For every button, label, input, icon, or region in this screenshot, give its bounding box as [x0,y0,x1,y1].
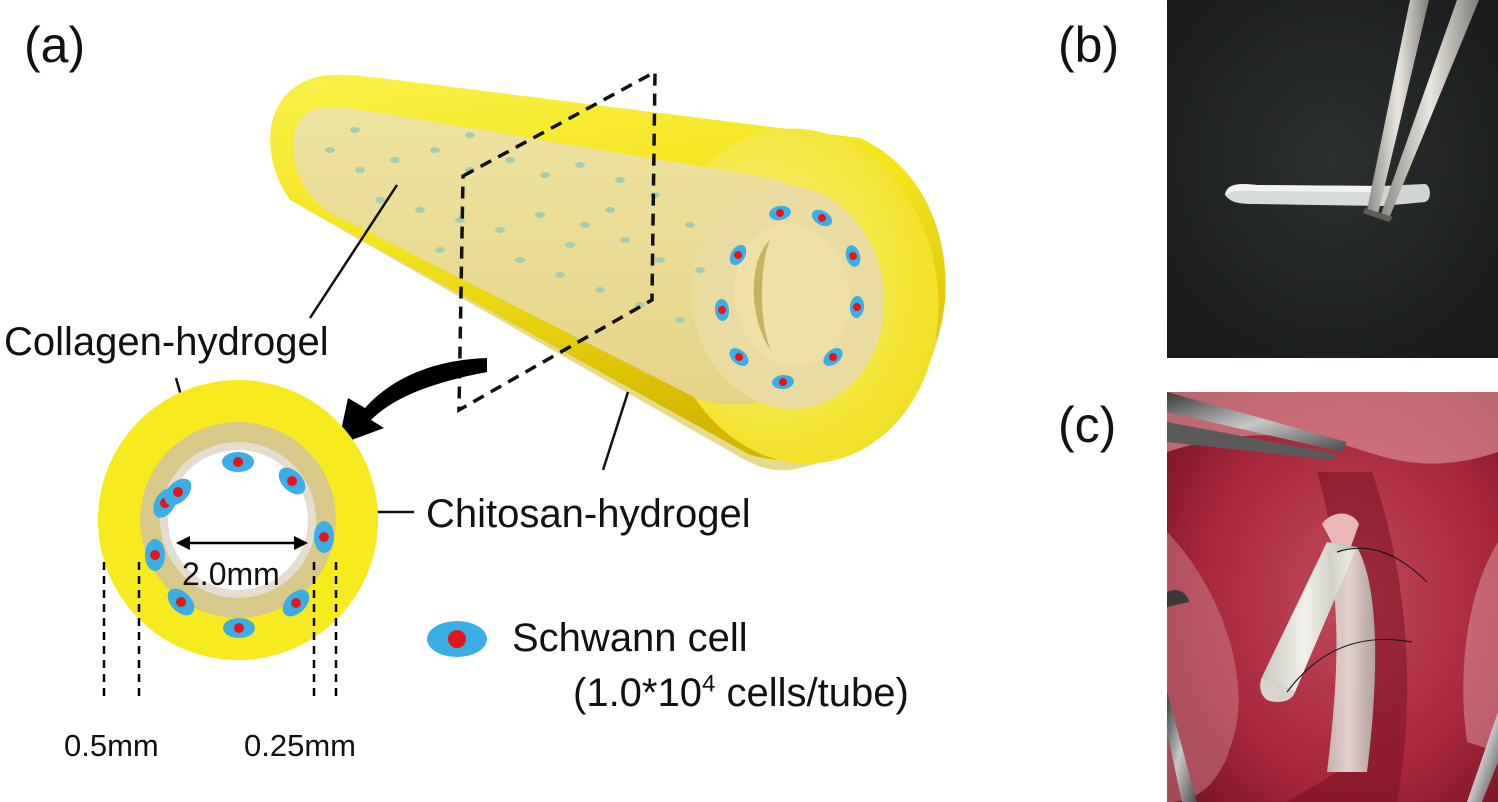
legend-amount-suffix: cells/tube) [715,671,909,715]
legend-amount-exponent: 4 [701,670,716,698]
leader-collagen-3d [308,184,399,319]
legend-cell-amount: (1.0*104 cells/tube) [573,670,909,715]
label-inner-diameter: 2.0mm [182,556,280,592]
photo-implanted-conduit [1167,392,1498,802]
cross-section-cells [145,452,334,638]
conduit-diagram [98,69,946,697]
label-inner-thickness: 0.25mm [244,728,356,763]
legend-amount-prefix: (1.0*10 [573,671,702,715]
label-collagen-hydrogel: Collagen-hydrogel [4,320,329,364]
dimension-guides [102,562,338,697]
label-chitosan-hydrogel: Chitosan-hydrogel [426,492,751,536]
panel-label-a: (a) [24,17,86,73]
legend-schwann-cell: Schwann cell [512,616,748,660]
cutting-plane [457,69,657,414]
cross-section-lumen [168,450,308,590]
channel-cells [325,127,705,323]
photo-conduit-forceps [1167,0,1498,358]
end-ring-cells [714,205,865,390]
schwann-cell-icon [427,621,487,657]
photo-c-drawing [1167,392,1498,802]
panel-label-b: (b) [1058,17,1120,73]
leader-chitosan-3d [601,391,630,471]
label-outer-thickness: 0.5mm [64,728,159,763]
panel-label-c: (c) [1058,397,1117,453]
curved-arrow-icon [338,358,487,445]
photo-b-drawing [1167,0,1498,358]
